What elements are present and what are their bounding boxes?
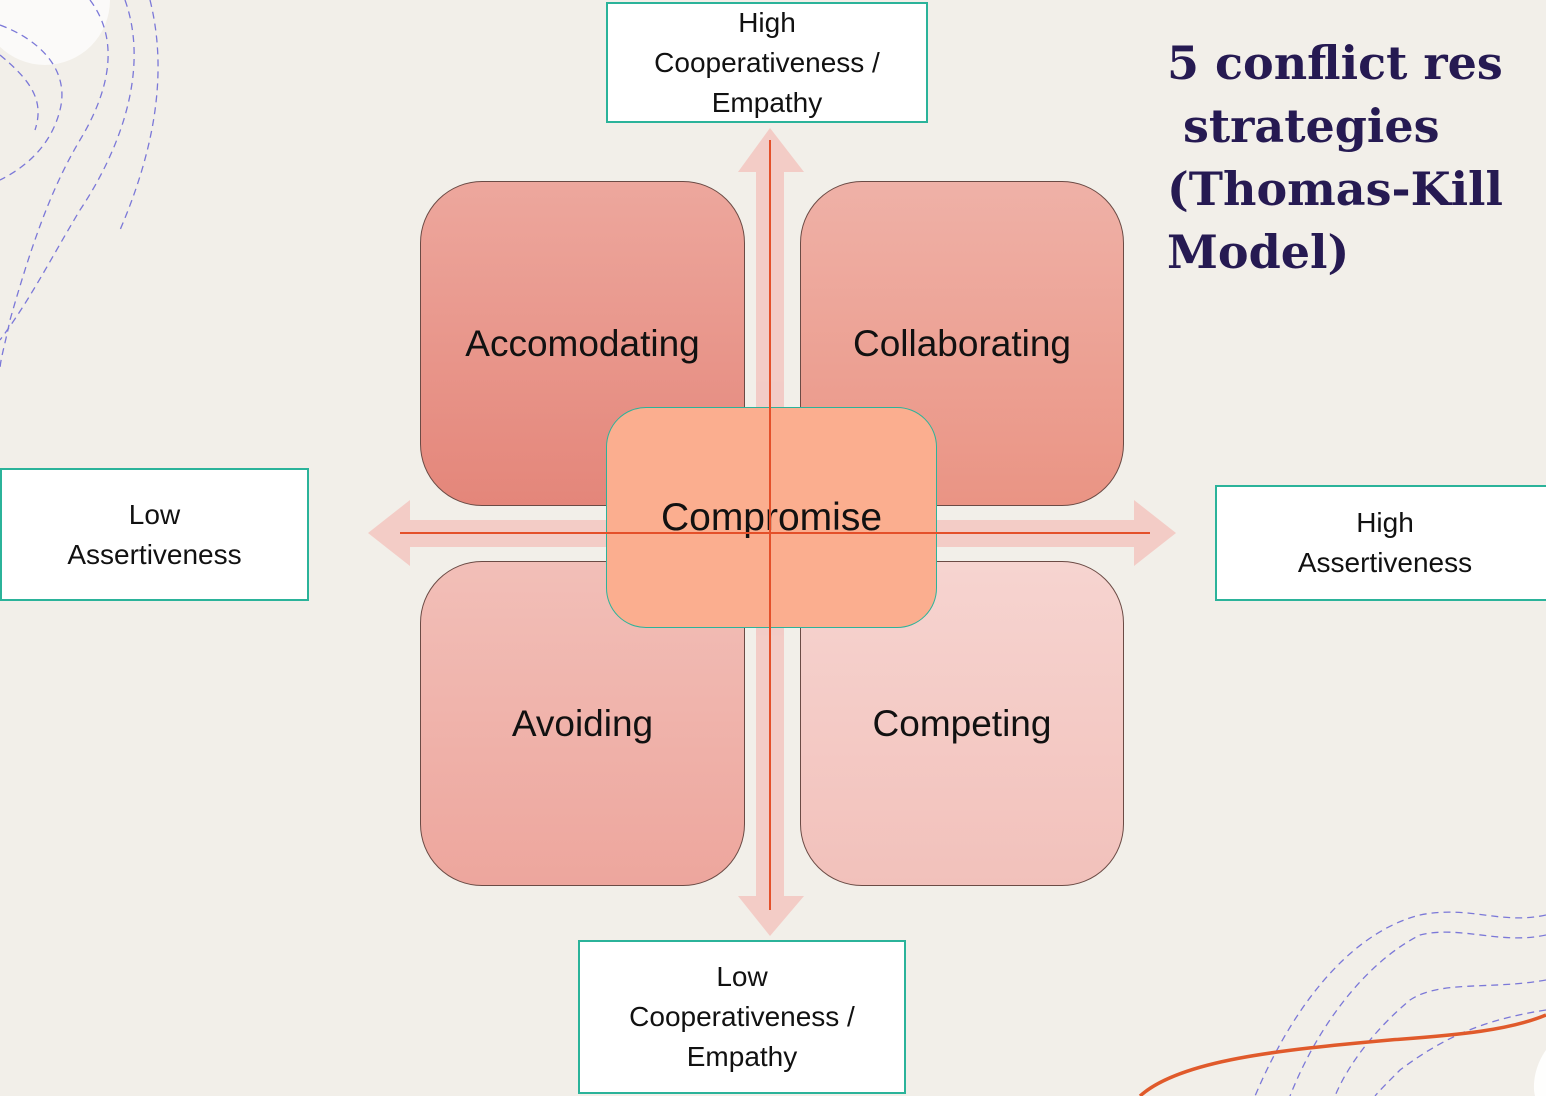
decor-circle [0,0,110,65]
center-compromise: Compromise [606,407,937,628]
label-low-cooperativeness: Low Cooperativeness / Empathy [578,940,906,1094]
label-high-cooperativeness: High Cooperativeness / Empathy [606,2,928,123]
decor-orange-curve [1138,1013,1546,1096]
decor-corner-blob [1533,1050,1546,1096]
decor-contours-top-left [0,0,159,371]
label-high-assertiveness: High Assertiveness [1215,485,1546,601]
slide-title: 5 conflict res strategies (Thomas-Kill M… [1167,36,1503,279]
label-low-assertiveness: Low Assertiveness [0,468,309,601]
decor-contours-bottom-right [1254,911,1546,1096]
